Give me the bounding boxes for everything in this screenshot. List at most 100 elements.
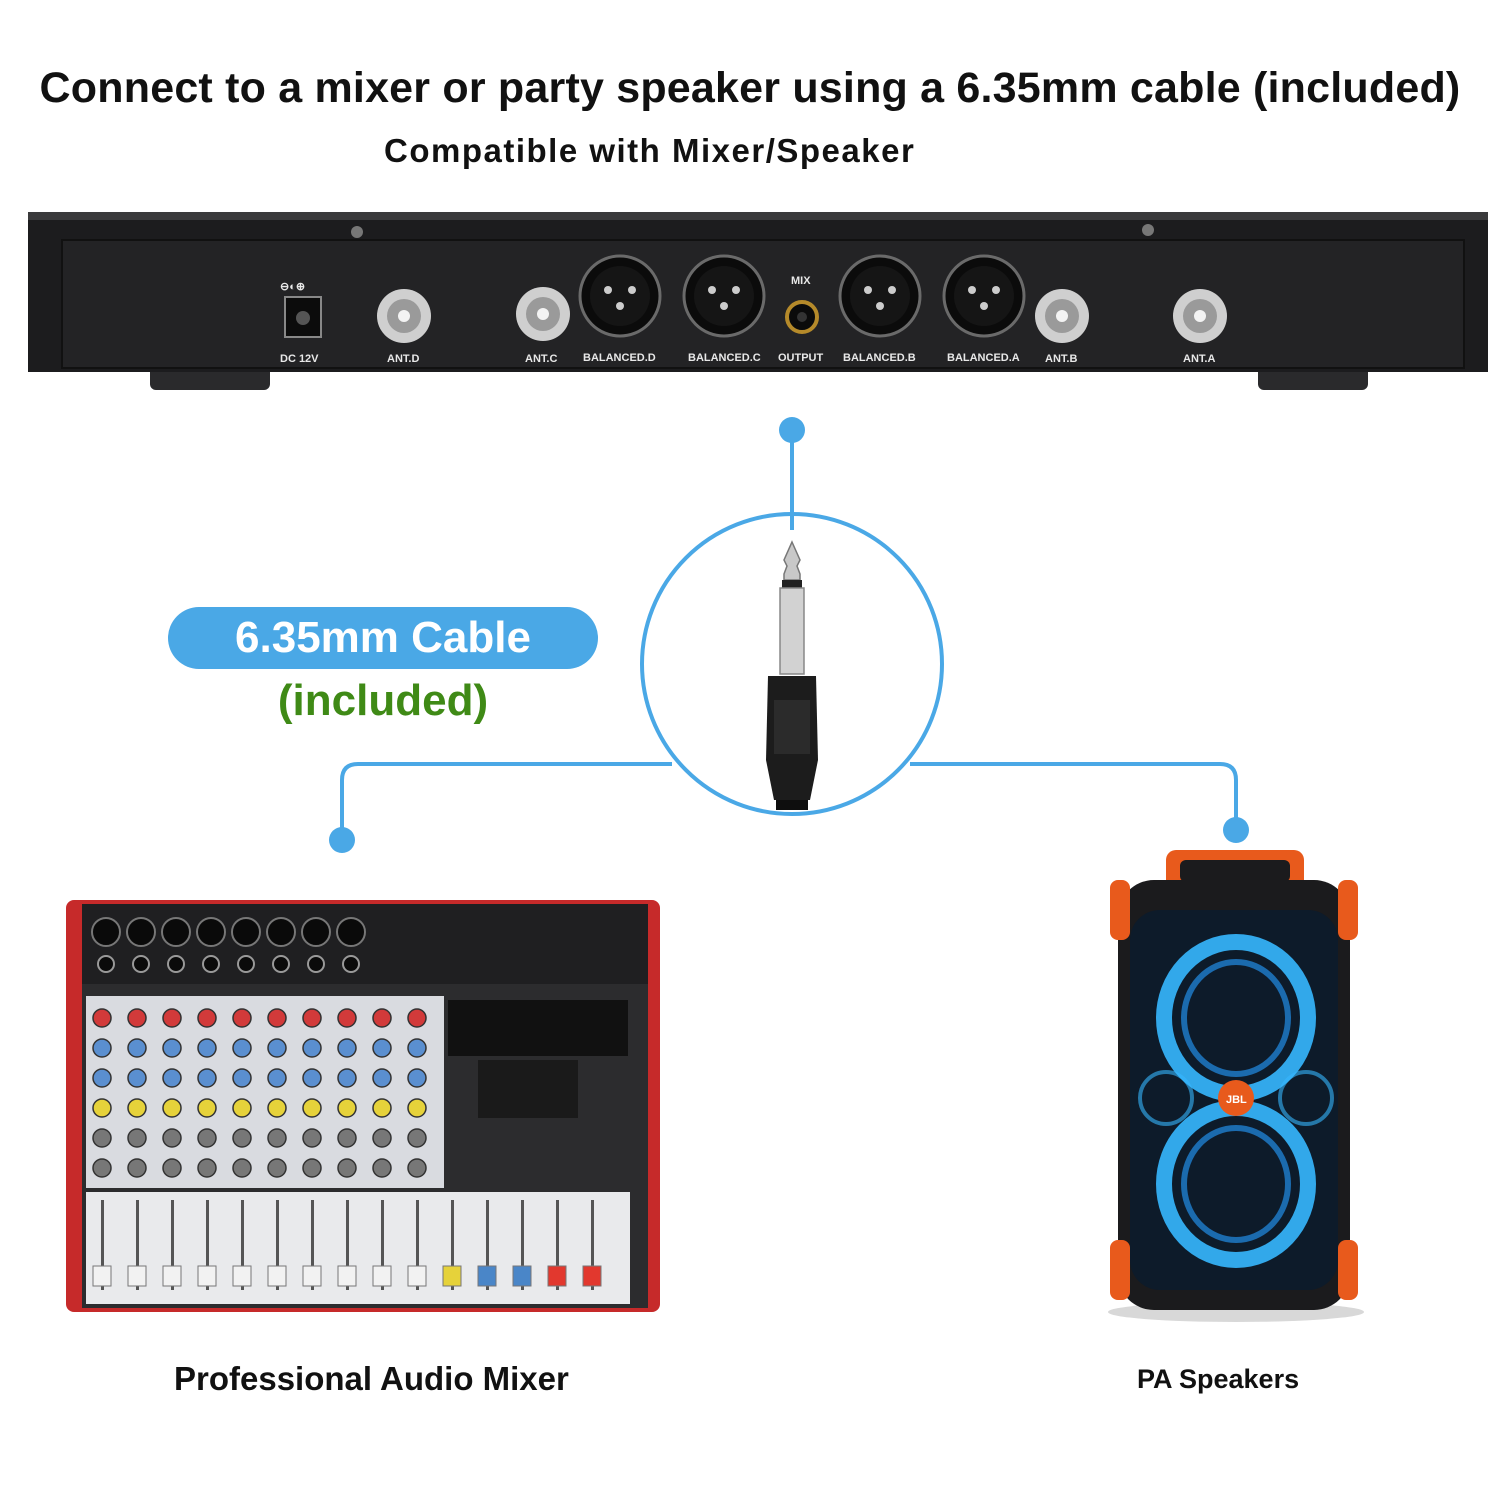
label-balanced-a: BALANCED.A	[947, 352, 1020, 364]
mixer-fader-cap	[372, 1265, 392, 1287]
mixer-knob	[407, 1098, 427, 1118]
mixer-fader-cap	[92, 1265, 112, 1287]
jbl-logo-text: JBL	[1226, 1094, 1247, 1106]
label-output: OUTPUT	[778, 352, 824, 364]
headline: Connect to a mixer or party speaker usin…	[39, 64, 1461, 112]
mixer-knob	[372, 1158, 392, 1178]
bnc-ant-c	[516, 287, 570, 341]
label-balanced-d: BALANCED.D	[583, 352, 656, 364]
mix-output-jack	[785, 300, 819, 334]
mixer-xlr-socket	[196, 917, 226, 947]
mixer-knob	[232, 1098, 252, 1118]
mixer-fader-cap	[267, 1265, 287, 1287]
mixer-knob	[267, 1008, 287, 1028]
mixer-knob	[407, 1128, 427, 1148]
xlr-balanced-a	[942, 254, 1026, 338]
mixer-knob	[267, 1128, 287, 1148]
mixer-knob	[92, 1008, 112, 1028]
mixer-fader-track	[171, 1200, 174, 1290]
mixer-knob	[337, 1128, 357, 1148]
mixer-fader-track	[521, 1200, 524, 1290]
mixer-fader-cap	[407, 1265, 427, 1287]
mixer-fader-track	[381, 1200, 384, 1290]
mixer-fader-track	[101, 1200, 104, 1290]
mixer-fader-cap	[127, 1265, 147, 1287]
mixer-xlr-socket	[91, 917, 121, 947]
mixer-knob	[127, 1038, 147, 1058]
mixer-knob	[197, 1068, 217, 1088]
mixer-line-jack	[202, 955, 220, 973]
mixer-knob	[127, 1008, 147, 1028]
mixer-fader-track	[276, 1200, 279, 1290]
mixer-fader-cap	[477, 1265, 497, 1287]
jack-plug-6-35mm	[766, 540, 818, 810]
mixer-knob	[197, 1128, 217, 1148]
mixer-xlr-socket	[231, 917, 261, 947]
label-dc-12v: DC 12V	[280, 353, 319, 365]
xlr-balanced-c	[682, 254, 766, 338]
mixer-knob	[267, 1038, 287, 1058]
mixer-fader-track	[556, 1200, 559, 1290]
mixer-knob	[232, 1158, 252, 1178]
mixer-fader-track	[591, 1200, 594, 1290]
dc-power-jack: ⊖◐⊕	[280, 281, 322, 338]
mixer-fader-cap	[547, 1265, 567, 1287]
mixer-line-jack	[97, 955, 115, 973]
mixer-knob	[372, 1068, 392, 1088]
mixer-fader-cap	[442, 1265, 462, 1287]
mixer-xlr-socket	[161, 917, 191, 947]
mixer-knob	[302, 1038, 322, 1058]
mixer-knob	[127, 1068, 147, 1088]
mixer-knob	[337, 1038, 357, 1058]
mixer-knob	[197, 1038, 217, 1058]
bnc-ant-d	[377, 289, 431, 343]
mixer-knob	[92, 1038, 112, 1058]
connection-dot-receiver	[779, 417, 805, 443]
label-ant-a: ANT.A	[1183, 353, 1215, 365]
mixer-knob	[302, 1128, 322, 1148]
mixer-fader-track	[241, 1200, 244, 1290]
mixer-caption: Professional Audio Mixer	[174, 1360, 569, 1397]
mixer-knob	[92, 1068, 112, 1088]
jbl-logo	[1218, 1080, 1254, 1116]
mixer-fader-cap	[302, 1265, 322, 1287]
bnc-ant-b	[1035, 289, 1089, 343]
mixer-knob	[407, 1008, 427, 1028]
mixer-knobs	[92, 1008, 427, 1178]
mixer-line-jack	[237, 955, 255, 973]
mixer-knob	[92, 1158, 112, 1178]
mixer-line-jack	[307, 955, 325, 973]
mixer-fader-cap	[162, 1265, 182, 1287]
label-balanced-b: BALANCED.B	[843, 352, 916, 364]
mixer-knob	[302, 1068, 322, 1088]
mixer-knob	[232, 1008, 252, 1028]
xlr-balanced-b	[838, 254, 922, 338]
mixer-fader-track	[206, 1200, 209, 1290]
svg-text:⊖◐⊕: ⊖◐⊕	[280, 281, 305, 293]
mixer-knob	[162, 1158, 182, 1178]
mixer-knob	[302, 1098, 322, 1118]
mixer-faders	[92, 1200, 602, 1290]
mixer-knob	[372, 1098, 392, 1118]
label-ant-c: ANT.C	[525, 353, 557, 365]
mixer-fader-cap	[337, 1265, 357, 1287]
mixer-knob	[92, 1128, 112, 1148]
connection-dot-speaker	[1223, 817, 1249, 843]
mixer-xlr-socket	[336, 917, 366, 947]
mixer-knob	[232, 1128, 252, 1148]
mixer-fader-cap	[582, 1265, 602, 1287]
mixer-input-sockets	[91, 917, 366, 973]
mixer-knob	[232, 1068, 252, 1088]
mixer-knob	[162, 1008, 182, 1028]
pa-speaker: JBL	[1108, 850, 1364, 1322]
mixer-knob	[407, 1038, 427, 1058]
mixer-line-jack	[342, 955, 360, 973]
mixer-knob	[197, 1008, 217, 1028]
mixer-fader-track	[311, 1200, 314, 1290]
cable-label-pill: 6.35mm Cable	[168, 607, 598, 669]
mixer-knob	[162, 1128, 182, 1148]
mixer-knob	[232, 1038, 252, 1058]
connection-lines	[340, 430, 1238, 840]
connection-dot-mixer	[329, 827, 355, 853]
